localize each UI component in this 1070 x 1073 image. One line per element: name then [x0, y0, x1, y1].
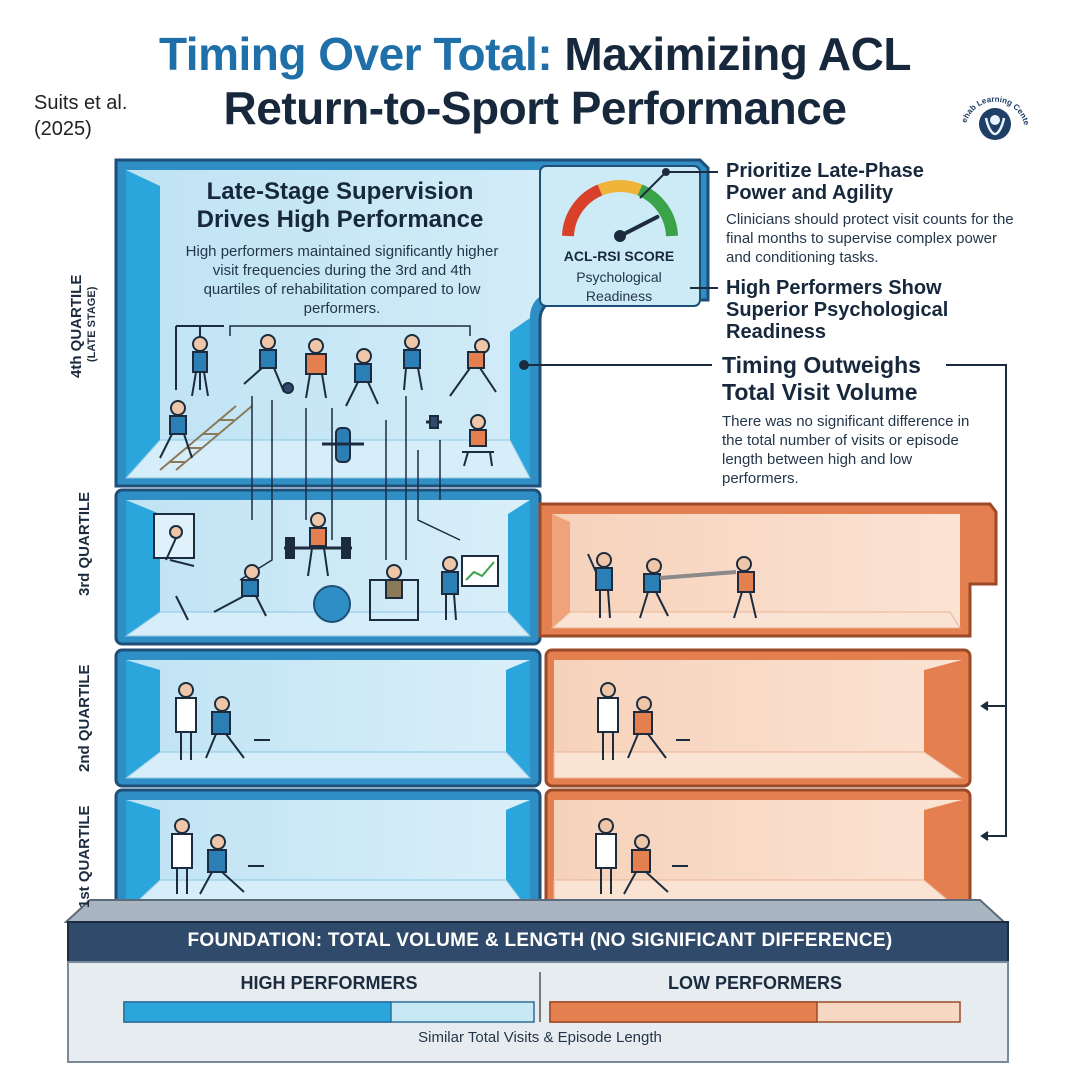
low-performers-label: LOW PERFORMERS	[668, 973, 842, 993]
ladder-athlete-figure	[159, 400, 193, 459]
title-rest: Maximizing ACL	[552, 28, 911, 80]
q2-low-pair	[597, 682, 690, 760]
clinician-figure	[595, 818, 617, 894]
callout-1-heading: Prioritize Late-Phase Power and Agility	[726, 160, 924, 204]
title-line-2: Return-to-Sport Performance	[223, 82, 847, 134]
runner-figure	[243, 334, 285, 393]
resistance-band-figure	[639, 556, 757, 619]
patient-figure	[205, 696, 245, 759]
callout-connectors	[519, 168, 1007, 841]
sprinter-figure	[449, 338, 497, 397]
q2-row	[114, 648, 972, 788]
citation: Suits et al. (2025)	[34, 90, 127, 142]
low-athlete-figure	[587, 552, 613, 619]
seated-clinician-figure	[462, 414, 494, 467]
q2-high-pair	[175, 682, 270, 760]
gauge-panel	[539, 165, 701, 307]
deadlift-athlete-figure	[307, 512, 329, 577]
leg-press-machine-icon	[369, 564, 419, 621]
q4-exercise-figures	[159, 325, 497, 581]
q1-low-pair	[595, 818, 688, 895]
barbell-icon	[284, 537, 352, 559]
jumper-figure	[403, 334, 423, 391]
throw-figure	[345, 348, 379, 407]
title-line-1: Timing Over Total: Maximizing ACL	[0, 28, 1070, 80]
clinician-figure	[175, 682, 197, 760]
gauge-label: ACL-RSI SCORE	[563, 248, 675, 264]
callout-1-text: Clinicians should protect visit counts f…	[726, 211, 1014, 266]
q4-panel-title: Late-Stage Supervision Drives High Perfo…	[196, 178, 484, 233]
low-performers-bar	[549, 1001, 961, 1023]
q3-high-figures	[153, 512, 499, 623]
clinician-with-chart-figure	[441, 555, 499, 621]
high-performers-label: HIGH PERFORMERS	[240, 973, 418, 993]
hands-knee-logo-icon: Rehab Learning Center	[952, 80, 1031, 140]
q3-low-figures	[587, 552, 757, 619]
high-performers-bar	[123, 1001, 535, 1023]
patient-figure	[623, 834, 669, 895]
lifter-figure	[305, 338, 327, 399]
q1-label: 1st QUARTILE	[76, 805, 93, 908]
callout-3-text: There was no significant difference in t…	[722, 413, 970, 487]
q3-label: 3rd QUARTILE	[76, 491, 93, 596]
small-dumbbell-icon	[426, 415, 442, 429]
lunge-athlete-figure	[213, 564, 267, 617]
rehab-athlete-figure	[165, 525, 195, 567]
dumbbell-icon	[322, 427, 364, 463]
agility-ladder	[159, 405, 253, 471]
q1-high-pair	[171, 818, 264, 895]
q3-row	[114, 488, 998, 646]
title-highlight: Timing Over Total:	[159, 28, 553, 80]
patient-figure	[627, 696, 667, 759]
q4-panel-description: High performers maintained significantly…	[185, 243, 499, 317]
q2-label: 2nd QUARTILE	[76, 664, 93, 773]
foundation-caption: Similar Total Visits & Episode Length	[418, 1029, 662, 1046]
foundation-title: FOUNDATION: TOTAL VOLUME & LENGTH (NO SI…	[187, 930, 893, 951]
callout-3-heading: Timing Outweighs Total Visit Volume	[722, 352, 921, 405]
q4-sublabel: (LATE STAGE)	[86, 286, 98, 362]
gauge-sublabel: Psychological Readiness	[576, 269, 662, 304]
q4-label-text: 4th QUARTILE	[68, 274, 85, 378]
supervision-lines	[229, 325, 471, 581]
q4-label: 4th QUARTILE	[68, 275, 85, 378]
citation-authors: Suits et al.	[34, 92, 128, 114]
citation-year: (2025)	[34, 118, 92, 140]
foundation-block	[63, 899, 1009, 1063]
patient-figure	[199, 834, 245, 895]
clinician-figure	[597, 682, 619, 760]
callout-2-heading: High Performers Show Superior Psychologi…	[726, 277, 949, 343]
q1-row	[114, 788, 972, 920]
athlete-figure	[191, 336, 209, 397]
clinician-figure	[171, 818, 193, 894]
